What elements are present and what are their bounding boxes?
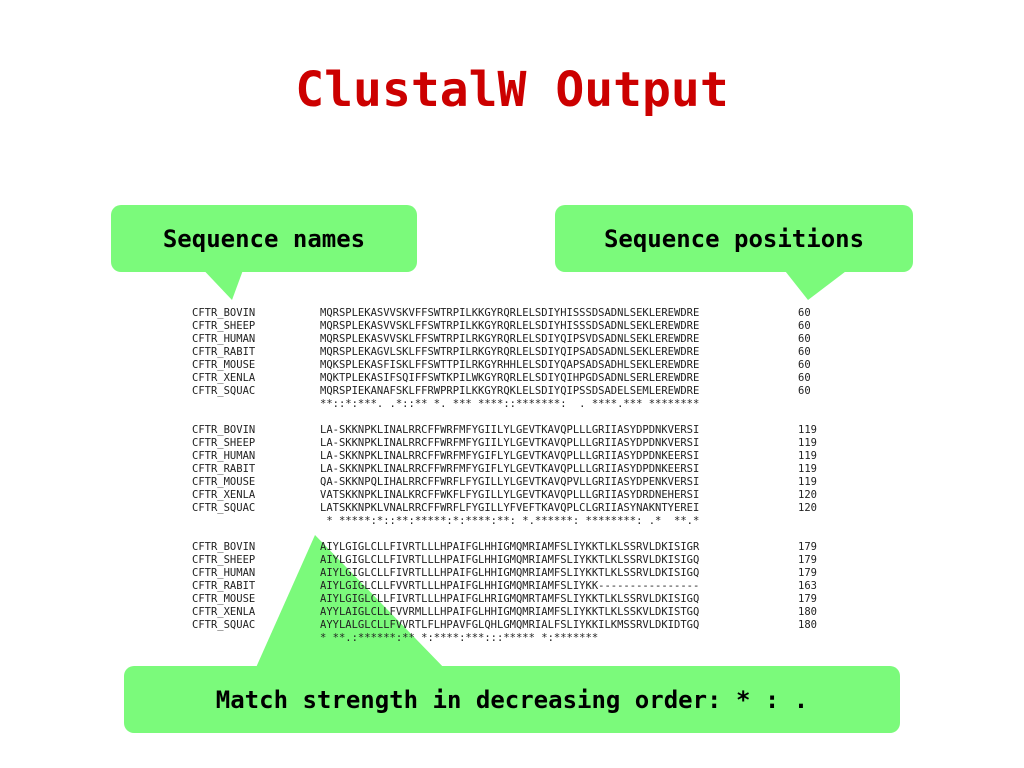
sequence-residues: AIYLGIGLCLLFIVRTLLLHPAIFGLHHIGMQMRIAMFSL… bbox=[320, 541, 700, 553]
alignment-row: CFTR_RABIT LA-SKKNPKLINALRRCFFWRFMFYGIFLY… bbox=[192, 463, 817, 476]
sequence-name: CFTR_BOVIN bbox=[192, 424, 256, 436]
sequence-name: CFTR_XENLA bbox=[192, 489, 256, 501]
sequence-position: 60 bbox=[798, 320, 811, 332]
sequence-position: 179 bbox=[798, 554, 817, 566]
sequence-name: CFTR_SQUAC bbox=[192, 502, 256, 514]
sequence-position: 60 bbox=[798, 307, 811, 319]
consensus-line: * *****:*::**:*****:*:****:**: *.******:… bbox=[320, 515, 700, 527]
sequence-residues: MQKTPLEKASIFSQIFFSWTKPILWKGYRQRLELSDIYQI… bbox=[320, 372, 700, 384]
alignment-row: CFTR_HUMAN MQRSPLEKASVVSKLFFSWTRPILRKGYRQ… bbox=[192, 333, 817, 346]
alignment-row: CFTR_XENLA AYYLAIGLCLLFVVRMLLLHPAIFGLHHIG… bbox=[192, 606, 817, 619]
alignment-row: CFTR_HUMAN LA-SKKNPKLINALRRCFFWRFMFYGIFLY… bbox=[192, 450, 817, 463]
sequence-residues: AYYLAIGLCLLFVVRMLLLHPAIFGLHHIGMQMRIAMFSL… bbox=[320, 606, 700, 618]
sequence-name: CFTR_BOVIN bbox=[192, 307, 256, 319]
sequence-position: 179 bbox=[798, 567, 817, 579]
sequence-name: CFTR_SQUAC bbox=[192, 619, 256, 631]
sequence-residues: LA-SKKNPKLINALRRCFFWRFMFYGIFLYLGEVTKAVQP… bbox=[320, 463, 700, 475]
sequence-position: 60 bbox=[798, 333, 811, 345]
alignment-row: CFTR_SHEEP AIYLGIGLCLLFIVRTLLLHPAIFGLHHIG… bbox=[192, 554, 817, 567]
sequence-name: CFTR_RABIT bbox=[192, 580, 256, 592]
alignment-row: CFTR_SQUAC LATSKKNPKLVNALRRCFFWRFLFYGILLY… bbox=[192, 502, 817, 515]
alignment-row: CFTR_MOUSE AIYLGIGLCLLFIVRTLLLHPAIFGLHRIG… bbox=[192, 593, 817, 606]
sequence-position: 60 bbox=[798, 346, 811, 358]
sequence-name: CFTR_SHEEP bbox=[192, 320, 256, 332]
alignment-row: CFTR_MOUSE QA-SKKNPQLIHALRRCFFWRFLFYGILLY… bbox=[192, 476, 817, 489]
sequence-position: 179 bbox=[798, 593, 817, 605]
sequence-name: CFTR_RABIT bbox=[192, 346, 256, 358]
match-strength-callout: Match strength in decreasing order: * : … bbox=[124, 666, 900, 733]
sequence-position: 60 bbox=[798, 385, 811, 397]
sequence-residues: AIYLGIGLCLLFIVRTLLLHPAIFGLHHIGMQMRIAMFSL… bbox=[320, 554, 700, 566]
sequence-name: CFTR_SHEEP bbox=[192, 437, 256, 449]
match-callout-tail bbox=[254, 535, 448, 672]
alignment-row: CFTR_HUMAN AIYLGIGLCLLFIVRTLLLHPAIFGLHHIG… bbox=[192, 567, 817, 580]
sequence-name: CFTR_MOUSE bbox=[192, 476, 256, 488]
alignment-row: CFTR_MOUSE MQKSPLEKASFISKLFFSWTTPILRKGYRH… bbox=[192, 359, 817, 372]
sequence-residues: MQRSPIEKANAFSKLFFRWPRPILKKGYRQKLELSDIYQI… bbox=[320, 385, 700, 397]
alignment-row: CFTR_BOVIN MQRSPLEKASVVSKVFFSWTRPILKKGYRQ… bbox=[192, 307, 817, 320]
sequence-names-label: Sequence names bbox=[162, 224, 366, 253]
sequence-position: 60 bbox=[798, 372, 811, 384]
sequence-name: CFTR_SQUAC bbox=[192, 385, 256, 397]
page-title: ClustalW Output bbox=[295, 62, 729, 118]
sequence-residues: MQKSPLEKASFISKLFFSWTTPILRKGYRHHLELSDIYQA… bbox=[320, 359, 700, 371]
sequence-residues: AYYLALGLCLLFVVRTLFLHPAVFGLQHLGMQMRIALFSL… bbox=[320, 619, 700, 631]
sequence-positions-callout: Sequence positions bbox=[555, 205, 913, 272]
sequence-name: CFTR_XENLA bbox=[192, 372, 256, 384]
sequence-position: 179 bbox=[798, 541, 817, 553]
sequence-position: 60 bbox=[798, 359, 811, 371]
alignment-block: CFTR_BOVIN LA-SKKNPKLINALRRCFFWRFMFYGIILY… bbox=[192, 424, 817, 528]
sequence-residues: AIYLGIGLCLLFVVRTLLLHPAIFGLHHIGMQMRIAMFSL… bbox=[320, 580, 700, 592]
sequence-residues: VATSKKNPKLINALKRCFFWKFLFYGILLYLGEVTKAVQP… bbox=[320, 489, 700, 501]
sequence-residues: QA-SKKNPQLIHALRRCFFWRFLFYGILLYLGEVTKAVQP… bbox=[320, 476, 700, 488]
alignment-row: CFTR_XENLA MQKTPLEKASIFSQIFFSWTKPILWKGYRQ… bbox=[192, 372, 817, 385]
sequence-name: CFTR_MOUSE bbox=[192, 359, 256, 371]
clustalw-alignment: CFTR_BOVIN MQRSPLEKASVVSKVFFSWTRPILKKGYRQ… bbox=[192, 307, 817, 658]
alignment-row: CFTR_XENLA VATSKKNPKLINALKRCFFWKFLFYGILLY… bbox=[192, 489, 817, 502]
sequence-position: 119 bbox=[798, 437, 817, 449]
sequence-residues: MQRSPLEKASVVSKVFFSWTRPILKKGYRQRLELSDIYHI… bbox=[320, 307, 700, 319]
sequence-position: 180 bbox=[798, 619, 817, 631]
sequence-position: 120 bbox=[798, 502, 817, 514]
sequence-name: CFTR_XENLA bbox=[192, 606, 256, 618]
alignment-block: CFTR_BOVIN AIYLGIGLCLLFIVRTLLLHPAIFGLHHIG… bbox=[192, 541, 817, 645]
alignment-row: CFTR_SQUAC MQRSPIEKANAFSKLFFRWPRPILKKGYRQ… bbox=[192, 385, 817, 398]
sequence-names-callout: Sequence names bbox=[111, 205, 417, 272]
sequence-name: CFTR_SHEEP bbox=[192, 554, 256, 566]
consensus-line: * **.:******:** *:****:***:::***** *:***… bbox=[320, 632, 599, 644]
sequence-residues: AIYLGIGLCLLFIVRTLLLHPAIFGLHRIGMQMRTAMFSL… bbox=[320, 593, 700, 605]
match-strength-label: Match strength in decreasing order: * : … bbox=[215, 685, 809, 714]
sequence-name: CFTR_HUMAN bbox=[192, 333, 256, 345]
sequence-position: 119 bbox=[798, 450, 817, 462]
sequence-positions-label: Sequence positions bbox=[603, 224, 865, 253]
sequence-name: CFTR_HUMAN bbox=[192, 567, 256, 579]
sequence-position: 163 bbox=[798, 580, 817, 592]
sequence-name: CFTR_BOVIN bbox=[192, 541, 256, 553]
sequence-residues: LA-SKKNPKLINALRRCFFWRFMFYGIILYLGEVTKAVQP… bbox=[320, 424, 700, 436]
alignment-row: CFTR_BOVIN AIYLGIGLCLLFIVRTLLLHPAIFGLHHIG… bbox=[192, 541, 817, 554]
sequence-position: 119 bbox=[798, 463, 817, 475]
sequence-residues: AIYLGIGLCLLFIVRTLLLHPAIFGLHHIGMQMRIAMFSL… bbox=[320, 567, 700, 579]
sequence-residues: MQRSPLEKASVVSKLFFSWTRPILRKGYRQRLELSDIYQI… bbox=[320, 333, 700, 345]
sequence-position: 119 bbox=[798, 424, 817, 436]
sequence-residues: MQRSPLEKASVVSKLFFSWTRPILKKGYRQRLELSDIYHI… bbox=[320, 320, 700, 332]
alignment-block: CFTR_BOVIN MQRSPLEKASVVSKVFFSWTRPILKKGYRQ… bbox=[192, 307, 817, 411]
sequence-residues: LATSKKNPKLVNALRRCFFWRFLFYGILLYFVEFTKAVQP… bbox=[320, 502, 700, 514]
sequence-name: CFTR_MOUSE bbox=[192, 593, 256, 605]
alignment-row: CFTR_SHEEP LA-SKKNPKLINALRRCFFWRFMFYGIILY… bbox=[192, 437, 817, 450]
sequence-residues: MQRSPLEKAGVLSKLFFSWTRPILRKGYRQRLELSDIYQI… bbox=[320, 346, 700, 358]
sequence-position: 120 bbox=[798, 489, 817, 501]
sequence-name: CFTR_HUMAN bbox=[192, 450, 256, 462]
sequence-name: CFTR_RABIT bbox=[192, 463, 256, 475]
alignment-row: CFTR_BOVIN LA-SKKNPKLINALRRCFFWRFMFYGIILY… bbox=[192, 424, 817, 437]
sequence-residues: LA-SKKNPKLINALRRCFFWRFMFYGIILYLGEVTKAVQP… bbox=[320, 437, 700, 449]
sequence-position: 180 bbox=[798, 606, 817, 618]
alignment-row: CFTR_SHEEP MQRSPLEKASVVSKLFFSWTRPILKKGYRQ… bbox=[192, 320, 817, 333]
sequence-position: 119 bbox=[798, 476, 817, 488]
alignment-row: CFTR_RABIT AIYLGIGLCLLFVVRTLLLHPAIFGLHHIG… bbox=[192, 580, 817, 593]
consensus-line: **::*:***. .*::** *. *** ****::*******: … bbox=[320, 398, 700, 410]
alignment-row: CFTR_SQUAC AYYLALGLCLLFVVRTLFLHPAVFGLQHLG… bbox=[192, 619, 817, 632]
alignment-row: CFTR_RABIT MQRSPLEKAGVLSKLFFSWTRPILRKGYRQ… bbox=[192, 346, 817, 359]
sequence-residues: LA-SKKNPKLINALRRCFFWRFMFYGIFLYLGEVTKAVQP… bbox=[320, 450, 700, 462]
